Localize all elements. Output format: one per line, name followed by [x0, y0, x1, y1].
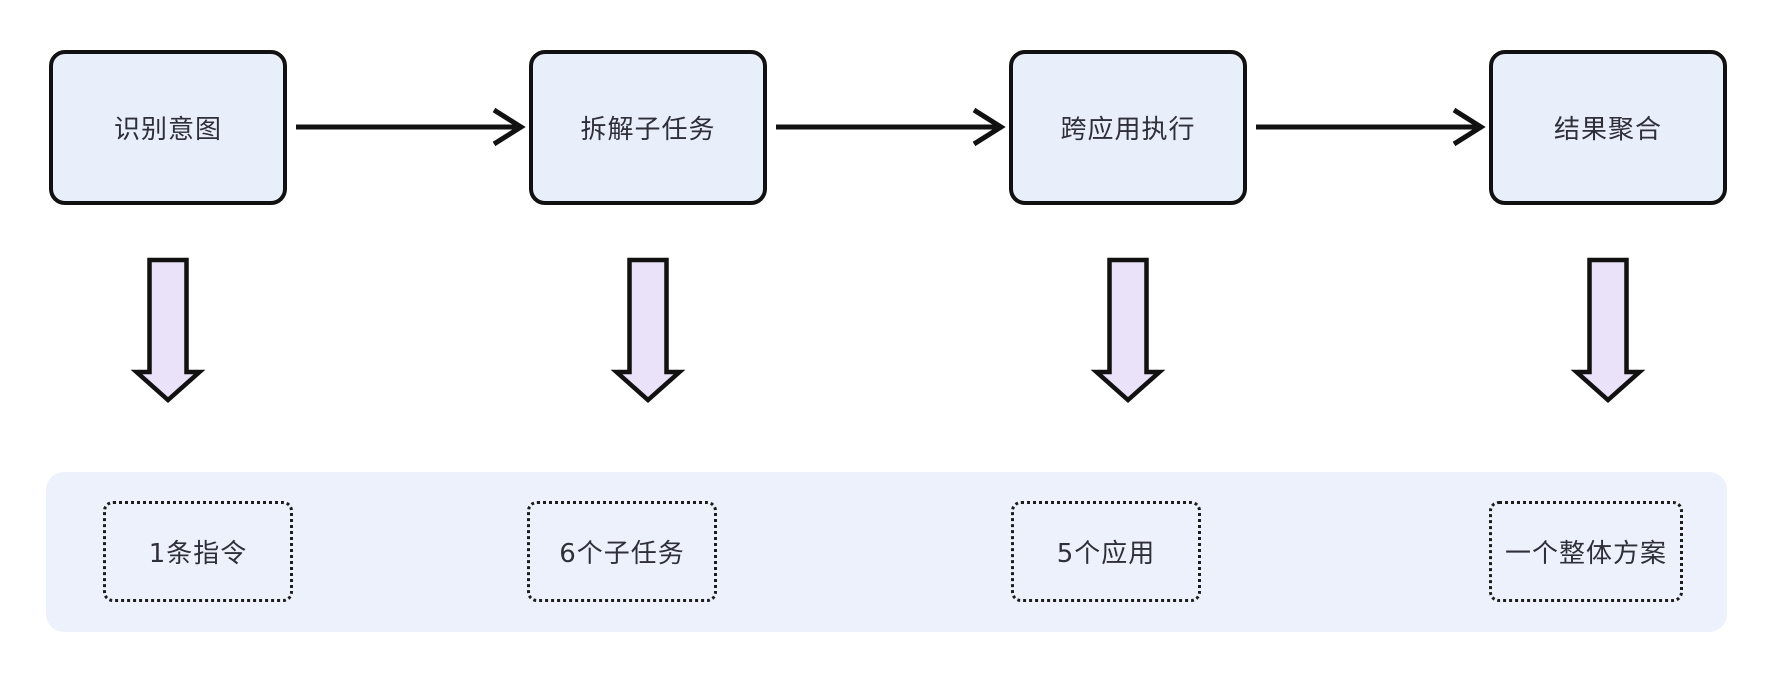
- step-node-label: 识别意图: [113, 115, 222, 145]
- step-node-result-aggregation: 结果聚合: [1489, 50, 1727, 205]
- flow-arrow-right-icon: [776, 107, 1006, 147]
- output-box-label: 1条指令: [148, 539, 248, 569]
- step-node-label: 拆解子任务: [580, 115, 716, 145]
- step-node-cross-app-execution: 跨应用执行: [1009, 50, 1247, 205]
- output-box-subtasks: 6个子任务: [527, 501, 717, 602]
- step-node-label: 结果聚合: [1553, 115, 1662, 145]
- down-block-arrow-icon: [1090, 257, 1166, 404]
- output-box-label: 6个子任务: [559, 539, 685, 569]
- output-box-label: 一个整体方案: [1504, 539, 1667, 569]
- output-box-apps: 5个应用: [1011, 501, 1201, 602]
- down-block-arrow-icon: [1570, 257, 1646, 404]
- output-band: [46, 472, 1727, 632]
- step-node-label: 跨应用执行: [1060, 115, 1196, 145]
- down-block-arrow-icon: [610, 257, 686, 404]
- step-node-identify-intent: 识别意图: [49, 50, 287, 205]
- step-node-decompose-subtasks: 拆解子任务: [529, 50, 767, 205]
- flow-arrow-right-icon: [296, 107, 526, 147]
- down-block-arrow-icon: [130, 257, 206, 404]
- output-box-overall-plan: 一个整体方案: [1489, 501, 1683, 602]
- output-box-label: 5个应用: [1056, 539, 1156, 569]
- output-box-instruction: 1条指令: [103, 501, 293, 602]
- flow-arrow-right-icon: [1256, 107, 1486, 147]
